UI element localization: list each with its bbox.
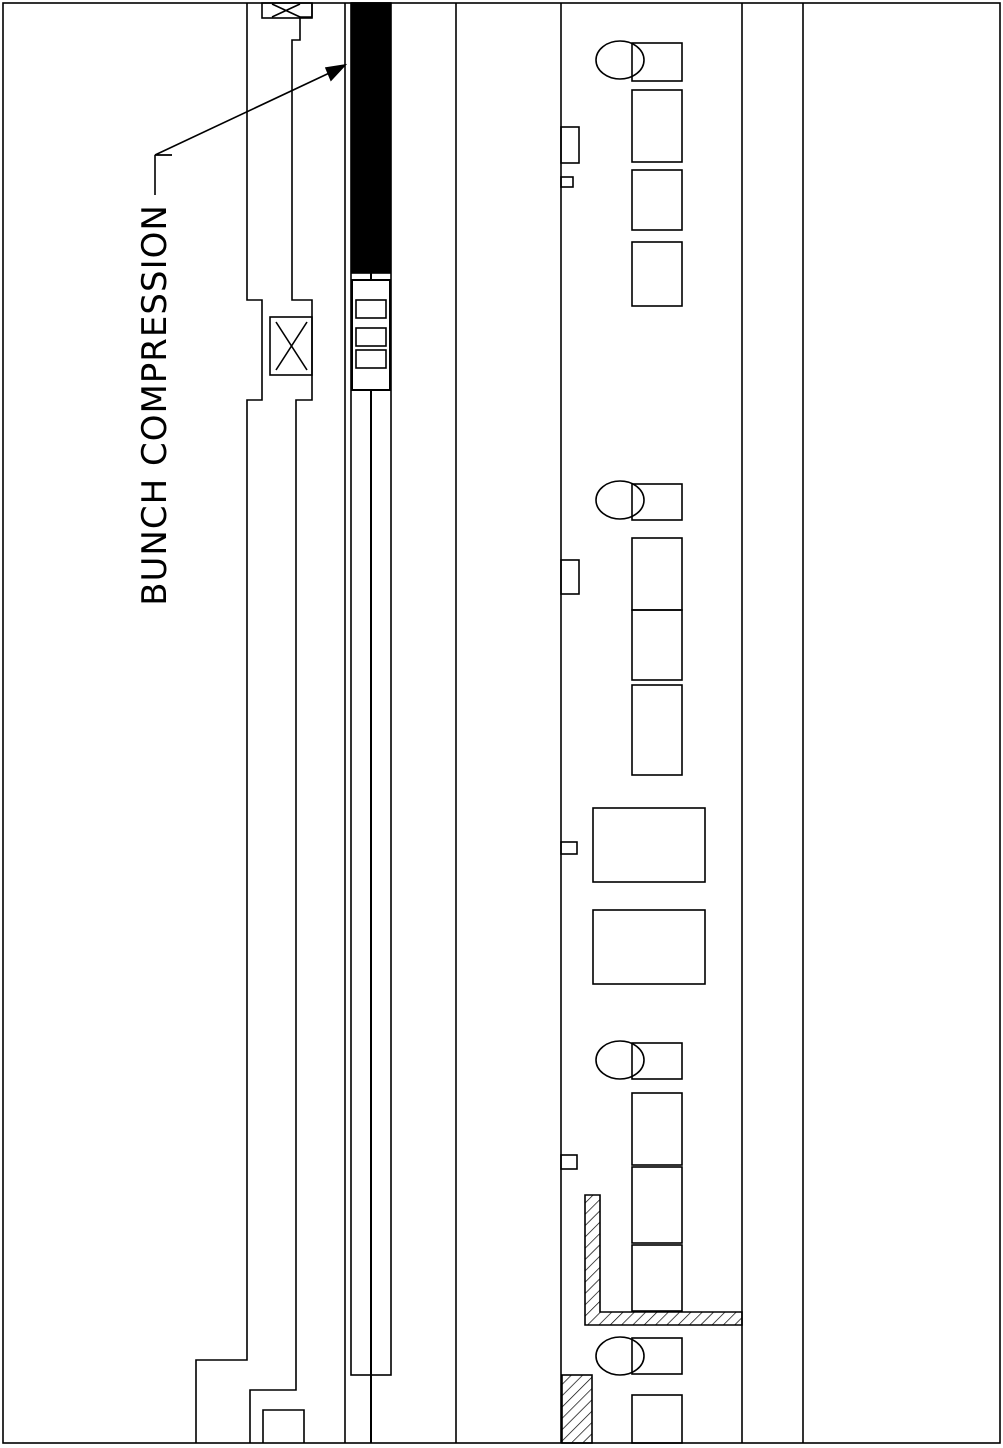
- wall-box: [560, 126, 580, 164]
- wall-box: [560, 176, 574, 188]
- tank-symbol: [595, 1336, 645, 1376]
- beam-component[interactable]: [355, 349, 387, 369]
- equipment-rack[interactable]: [631, 169, 683, 231]
- bunch-compressor-block[interactable]: [351, 279, 391, 391]
- equipment-rack[interactable]: [631, 1244, 683, 1312]
- equipment-rack[interactable]: [631, 537, 683, 611]
- equipment-rack[interactable]: [631, 42, 683, 82]
- bunch-compressor-block[interactable]: [351, 2, 391, 274]
- equipment-rack[interactable]: [631, 241, 683, 307]
- equipment-cabinet[interactable]: [592, 909, 706, 985]
- concrete-wall-outline: [262, 1409, 305, 1443]
- wall-penetration: [261, 2, 313, 19]
- wall-box: [560, 559, 580, 595]
- beam-component[interactable]: [355, 299, 387, 319]
- equipment-rack[interactable]: [631, 1394, 683, 1444]
- hatched-wall: [584, 1194, 743, 1326]
- equipment-rack[interactable]: [631, 1166, 683, 1244]
- callout-arrowhead: [324, 63, 348, 82]
- concrete-wall-outline: [249, 3, 313, 1443]
- equipment-rack[interactable]: [631, 1042, 683, 1080]
- equipment-rack[interactable]: [631, 684, 683, 776]
- wall-box: [560, 1154, 578, 1170]
- equipment-group: [592, 40, 706, 1444]
- wall-box: [560, 841, 578, 855]
- equipment-rack[interactable]: [631, 1337, 683, 1375]
- beam-component[interactable]: [355, 327, 387, 347]
- equipment-cabinet[interactable]: [592, 807, 706, 883]
- hatched-wall: [561, 1374, 593, 1444]
- equipment-rack[interactable]: [631, 609, 683, 681]
- tank-symbol: [595, 1040, 645, 1080]
- equipment-rack[interactable]: [631, 483, 683, 521]
- concrete-wall-outline: [195, 3, 263, 1443]
- callout-label: BUNCH COMPRESSION: [135, 204, 175, 606]
- equipment-rack[interactable]: [631, 89, 683, 163]
- wall-penetration: [269, 316, 313, 376]
- tank-symbol: [595, 480, 645, 520]
- tank-symbol: [595, 40, 645, 80]
- equipment-rack[interactable]: [631, 1092, 683, 1166]
